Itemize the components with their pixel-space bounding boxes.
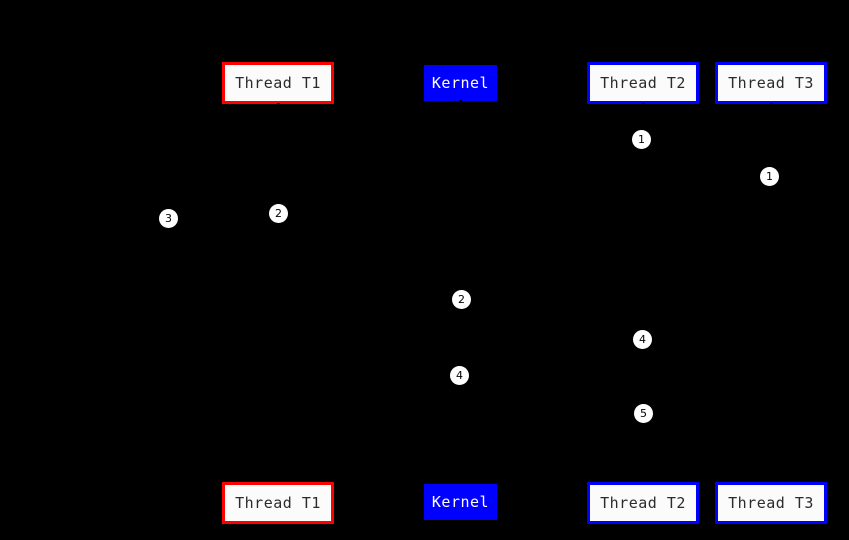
participant-thread-t1-bottom[interactable]: Thread T1 [222, 482, 334, 524]
participant-label: Thread T2 [600, 74, 686, 92]
lifeline-notch-t3-top [770, 103, 773, 107]
lifeline-notch-t1-top [277, 103, 280, 107]
lifeline-thread-t3 [771, 104, 772, 482]
step-number: 2 [458, 293, 465, 306]
step-marker-1: 1 [632, 130, 651, 149]
step-number: 1 [766, 170, 773, 183]
participant-label: Thread T1 [235, 494, 321, 512]
participant-thread-t2-top[interactable]: Thread T2 [587, 62, 699, 104]
step-number: 4 [639, 333, 646, 346]
step-marker-4: 2 [269, 204, 288, 223]
lifeline-notch-kernel-bottom [459, 480, 462, 484]
lifeline-notch-t2-bottom [642, 478, 645, 482]
step-marker-7: 4 [450, 366, 469, 385]
participant-thread-t3-bottom[interactable]: Thread T3 [715, 482, 827, 524]
step-number: 2 [275, 207, 282, 220]
step-number: 4 [456, 369, 463, 382]
participant-label: Kernel [431, 74, 490, 92]
participant-label: Thread T3 [728, 74, 814, 92]
participant-label: Thread T1 [235, 74, 321, 92]
participant-kernel-bottom[interactable]: Kernel [424, 484, 497, 520]
lifeline-notch-t3-bottom [770, 478, 773, 482]
step-marker-3: 3 [159, 209, 178, 228]
lifeline-notch-kernel-top [459, 100, 462, 104]
participant-thread-t2-bottom[interactable]: Thread T2 [587, 482, 699, 524]
step-number: 3 [165, 212, 172, 225]
participant-thread-t1-top[interactable]: Thread T1 [222, 62, 334, 104]
step-marker-2: 1 [760, 167, 779, 186]
participant-label: Kernel [431, 493, 490, 511]
participant-label: Thread T3 [728, 494, 814, 512]
participant-kernel-top[interactable]: Kernel [424, 65, 497, 101]
step-marker-6: 4 [633, 330, 652, 349]
lifeline-thread-t2 [643, 104, 644, 482]
step-marker-5: 2 [452, 290, 471, 309]
participant-label: Thread T2 [600, 494, 686, 512]
step-number: 5 [640, 407, 647, 420]
step-marker-8: 5 [634, 404, 653, 423]
lifeline-notch-t2-top [642, 103, 645, 107]
participant-thread-t3-top[interactable]: Thread T3 [715, 62, 827, 104]
lifeline-notch-t1-bottom [277, 478, 280, 482]
lifeline-thread-t1 [278, 104, 279, 482]
step-number: 1 [638, 133, 645, 146]
